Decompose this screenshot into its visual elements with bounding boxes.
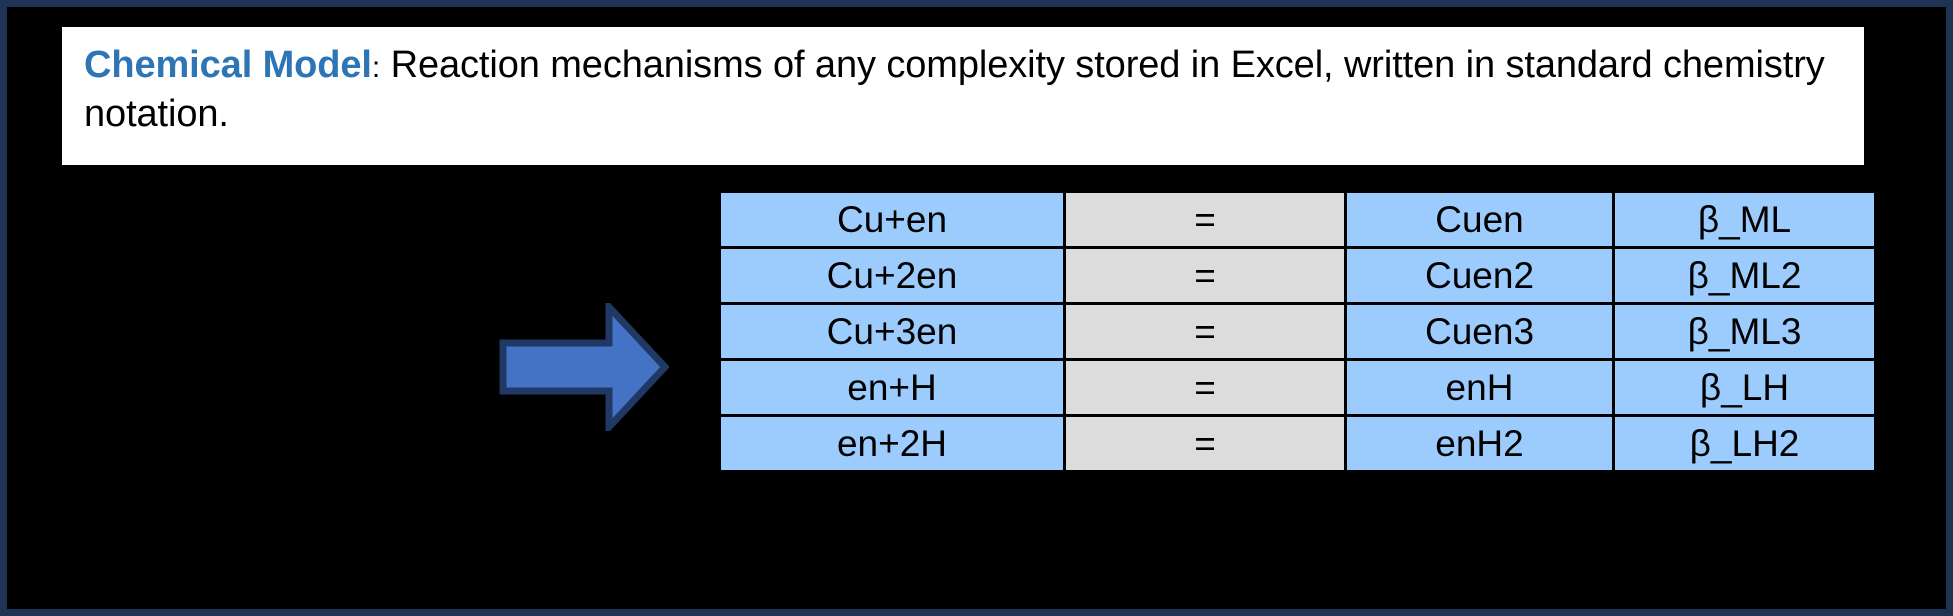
cell-equals[interactable]: = xyxy=(1063,414,1347,473)
cell-product[interactable]: Cuen2 xyxy=(1344,246,1615,305)
table-row[interactable]: Cu+3en = Cuen3 β_ML3 xyxy=(718,302,1877,361)
cell-equals[interactable]: = xyxy=(1063,246,1347,305)
right-arrow-icon xyxy=(499,298,670,436)
cell-reactants[interactable]: Cu+2en xyxy=(718,246,1066,305)
reaction-table: Cu+en = Cuen β_ML Cu+2en = Cuen2 β_ML2 C… xyxy=(718,190,1877,473)
table-row[interactable]: Cu+en = Cuen β_ML xyxy=(718,190,1877,249)
table-row[interactable]: en+H = enH β_LH xyxy=(718,358,1877,417)
caption-body: Reaction mechanisms of any complexity st… xyxy=(84,44,1825,136)
cell-constant[interactable]: β_LH xyxy=(1612,358,1877,417)
cell-reactants[interactable]: en+2H xyxy=(718,414,1066,473)
cell-reactants[interactable]: Cu+3en xyxy=(718,302,1066,361)
caption-box: Chemical Model: Reaction mechanisms of a… xyxy=(62,27,1864,165)
cell-reactants[interactable]: en+H xyxy=(718,358,1066,417)
cell-reactants[interactable]: Cu+en xyxy=(718,190,1066,249)
cell-equals[interactable]: = xyxy=(1063,302,1347,361)
caption-title: Chemical Model xyxy=(84,44,372,86)
cell-product[interactable]: Cuen3 xyxy=(1344,302,1615,361)
cell-constant[interactable]: β_ML xyxy=(1612,190,1877,249)
caption-text: Chemical Model: Reaction mechanisms of a… xyxy=(84,41,1842,140)
cell-constant[interactable]: β_ML2 xyxy=(1612,246,1877,305)
caption-separator: : xyxy=(371,51,381,84)
cell-constant[interactable]: β_ML3 xyxy=(1612,302,1877,361)
table-row[interactable]: Cu+2en = Cuen2 β_ML2 xyxy=(718,246,1877,305)
reaction-table-body: Cu+en = Cuen β_ML Cu+2en = Cuen2 β_ML2 C… xyxy=(718,190,1877,473)
cell-equals[interactable]: = xyxy=(1063,190,1347,249)
cell-product[interactable]: enH2 xyxy=(1344,414,1615,473)
cell-equals[interactable]: = xyxy=(1063,358,1347,417)
cell-product[interactable]: enH xyxy=(1344,358,1615,417)
cell-product[interactable]: Cuen xyxy=(1344,190,1615,249)
cell-constant[interactable]: β_LH2 xyxy=(1612,414,1877,473)
table-row[interactable]: en+2H = enH2 β_LH2 xyxy=(718,414,1877,473)
